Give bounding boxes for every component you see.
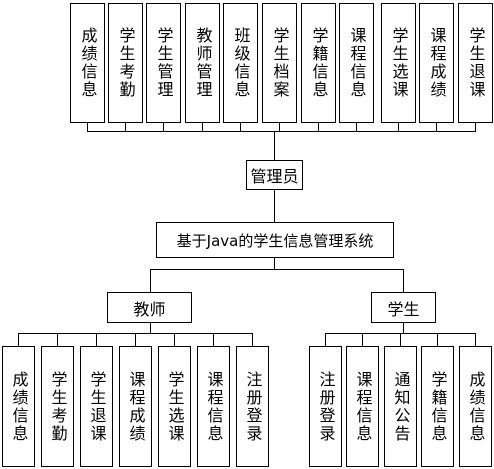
admin-node: 管理员 bbox=[246, 160, 303, 190]
student-function-box: 学籍信息 bbox=[421, 346, 454, 467]
admin-function-label: 学生档案 bbox=[270, 27, 290, 99]
teacher-function-label: 学生考勤 bbox=[48, 370, 68, 443]
student-node: 学生 bbox=[371, 292, 436, 323]
student-function-label: 课程信息 bbox=[353, 370, 373, 443]
teacher-function-label: 成绩信息 bbox=[9, 370, 29, 443]
student-function-label: 学籍信息 bbox=[428, 370, 448, 443]
teacher-function-box: 课程成绩 bbox=[119, 346, 152, 467]
student-function-label: 成绩信息 bbox=[466, 370, 486, 443]
teacher-function-box: 学生退课 bbox=[80, 346, 113, 467]
admin-function-box: 教师管理 bbox=[185, 3, 220, 123]
system-root-node: 基于Java的学生信息管理系统 bbox=[156, 222, 394, 258]
teacher-node: 教师 bbox=[107, 292, 192, 323]
student-function-box: 课程信息 bbox=[346, 346, 379, 467]
admin-function-label: 学籍信息 bbox=[309, 27, 329, 99]
admin-function-label: 学生管理 bbox=[154, 27, 174, 99]
teacher-function-box: 学生考勤 bbox=[41, 346, 74, 467]
admin-function-label: 学生选课 bbox=[389, 27, 409, 99]
teacher-function-label: 课程信息 bbox=[204, 370, 224, 443]
admin-function-box: 学生档案 bbox=[262, 3, 297, 123]
teacher-function-label: 注册登录 bbox=[243, 370, 263, 443]
admin-function-box: 课程信息 bbox=[339, 3, 374, 123]
admin-function-box: 班级信息 bbox=[223, 3, 258, 123]
teacher-node-label: 教师 bbox=[133, 299, 166, 319]
admin-function-box: 学生管理 bbox=[146, 3, 181, 123]
teacher-function-label: 学生选课 bbox=[165, 370, 185, 443]
student-node-label: 学生 bbox=[387, 299, 420, 319]
teacher-function-label: 学生退课 bbox=[87, 370, 107, 443]
admin-function-box: 成绩信息 bbox=[70, 3, 105, 123]
admin-function-label: 班级信息 bbox=[231, 27, 251, 99]
admin-function-box: 学生退课 bbox=[458, 3, 493, 123]
admin-function-box: 学籍信息 bbox=[301, 3, 336, 123]
student-function-box: 通知公告 bbox=[384, 346, 417, 467]
system-title: 基于Java的学生信息管理系统 bbox=[176, 231, 374, 250]
admin-function-box: 学生选课 bbox=[381, 3, 416, 123]
teacher-function-box: 成绩信息 bbox=[2, 346, 35, 467]
admin-function-label: 成绩信息 bbox=[78, 27, 98, 99]
admin-function-label: 学生退课 bbox=[466, 27, 486, 99]
admin-function-label: 课程成绩 bbox=[427, 27, 447, 99]
teacher-function-label: 课程成绩 bbox=[126, 370, 146, 443]
teacher-function-box: 注册登录 bbox=[236, 346, 269, 467]
student-function-label: 注册登录 bbox=[316, 370, 336, 443]
admin-node-label: 管理员 bbox=[250, 167, 299, 186]
teacher-function-box: 课程信息 bbox=[197, 346, 230, 467]
admin-function-box: 课程成绩 bbox=[419, 3, 454, 123]
admin-function-label: 教师管理 bbox=[193, 27, 213, 99]
admin-function-label: 课程信息 bbox=[347, 27, 367, 99]
admin-function-box: 学生考勤 bbox=[108, 3, 143, 123]
student-function-box: 成绩信息 bbox=[459, 346, 492, 467]
admin-function-label: 学生考勤 bbox=[116, 27, 136, 99]
student-function-box: 注册登录 bbox=[309, 346, 342, 467]
teacher-function-box: 学生选课 bbox=[158, 346, 191, 467]
student-function-label: 通知公告 bbox=[391, 370, 411, 443]
